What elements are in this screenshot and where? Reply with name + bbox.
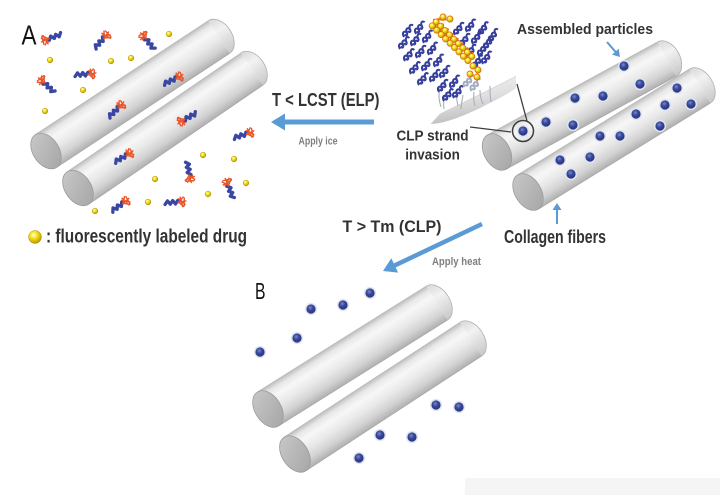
svg-text:Apply ice: Apply ice [299, 136, 338, 148]
svg-text:Apply heat: Apply heat [432, 256, 481, 268]
svg-text:invasion: invasion [405, 146, 460, 163]
svg-text:T < LCST (ELP): T < LCST (ELP) [272, 90, 380, 110]
svg-text:T > Tm (CLP): T > Tm (CLP) [343, 217, 442, 236]
svg-text:Assembled particles: Assembled particles [517, 22, 653, 38]
svg-text:A: A [22, 20, 37, 51]
svg-text:B: B [255, 278, 266, 304]
svg-text:: fluorescently labeled drug: : fluorescently labeled drug [46, 227, 247, 248]
svg-text:CLP strand: CLP strand [397, 127, 469, 144]
svg-text:Collagen fibers: Collagen fibers [504, 227, 606, 247]
